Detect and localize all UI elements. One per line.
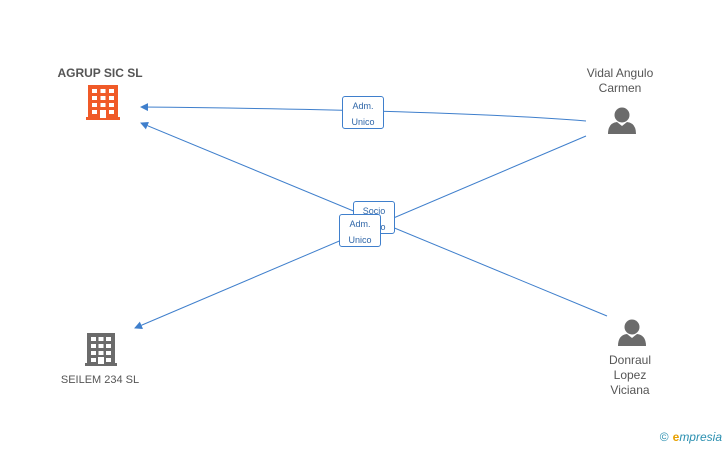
edge-label-vidal-seilem[interactable]: Adm. Unico — [339, 214, 381, 247]
company-name-seilem[interactable]: SEILEM 234 SL — [60, 374, 140, 386]
edge-vidal-to-agrup — [140, 103, 587, 122]
edge-label-vidal-agrup[interactable]: Adm. Unico — [342, 96, 384, 129]
copyright-icon: © — [659, 430, 669, 444]
empresia-logo: ©empresia — [659, 430, 722, 444]
person-name-vidal[interactable]: Vidal Angulo Carmen — [586, 66, 654, 95]
building-icon[interactable] — [85, 333, 117, 366]
company-name-agrup[interactable]: AGRUP SIC SL — [57, 66, 143, 80]
building-icon[interactable] — [86, 85, 120, 120]
person-name-donraul[interactable]: Donraul Lopez Viciana — [608, 353, 652, 397]
person-icon[interactable] — [618, 319, 646, 347]
person-icon[interactable] — [608, 107, 636, 135]
